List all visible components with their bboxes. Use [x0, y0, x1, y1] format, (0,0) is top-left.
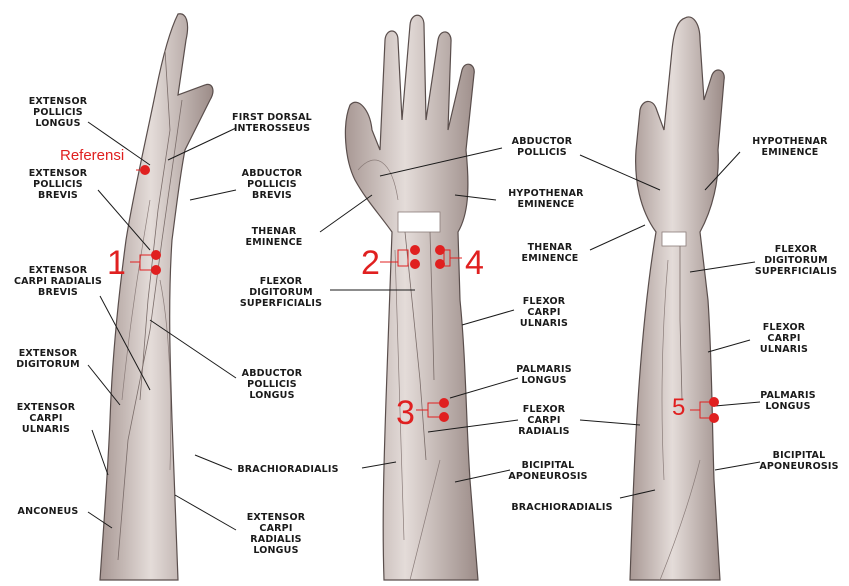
- retinaculum: [398, 212, 440, 232]
- label-extensor-carpi-radialis-longus: EXTENSOR CARPI RADIALIS LONGUS: [236, 512, 316, 556]
- label-flexor-digitorum-superficialis-3: FLEXOR DIGITORUM SUPERFICIALIS: [744, 244, 848, 277]
- label-bicipital-aponeurosis-2: BICIPITAL APONEUROSIS: [498, 460, 598, 482]
- label-extensor-pollicis-longus: EXTENSOR POLLICIS LONGUS: [18, 96, 98, 129]
- marker-3: 3: [396, 396, 415, 430]
- label-flexor-carpi-radialis-2: FLEXOR CARPI RADIALIS: [508, 404, 580, 437]
- label-flexor-carpi-ulnaris-2: FLEXOR CARPI ULNARIS: [508, 296, 580, 329]
- arm-lateral-view: [100, 14, 213, 580]
- label-extensor-carpi-ulnaris: EXTENSOR CARPI ULNARIS: [8, 402, 84, 435]
- arm-anterior-view: [345, 15, 478, 580]
- label-flexor-digitorum-superficialis-2: FLEXOR DIGITORUM SUPERFICIALIS: [228, 276, 334, 309]
- label-brachioradialis-1: BRACHIORADIALIS: [230, 464, 346, 475]
- marker-4: 4: [465, 246, 484, 280]
- label-abductor-pollicis-longus: ABDUCTOR POLLICIS LONGUS: [232, 368, 312, 401]
- label-abductor-pollicis-brevis: ABDUCTOR POLLICIS BREVIS: [232, 168, 312, 201]
- label-hypothenar-eminence-3: HYPOTHENAR EMINENCE: [738, 136, 842, 158]
- marker-dot-1a: [151, 250, 161, 260]
- marker-2: 2: [361, 246, 380, 280]
- arm-outline: [100, 14, 213, 580]
- marker-dot-2b: [410, 259, 420, 269]
- label-palmaris-longus-2: PALMARIS LONGUS: [508, 364, 580, 386]
- label-thenar-eminence-2: THENAR EMINENCE: [232, 226, 316, 248]
- label-thenar-eminence-3: THENAR EMINENCE: [508, 242, 592, 264]
- marker-5: 5: [672, 396, 685, 420]
- marker-dot-3a: [439, 398, 449, 408]
- marker-dot-4a: [435, 245, 445, 255]
- marker-1: 1: [107, 246, 126, 280]
- retinaculum: [662, 232, 686, 246]
- arm-flexed-view: [630, 17, 724, 580]
- marker-dot-4b: [435, 259, 445, 269]
- label-anconeus: ANCONEUS: [6, 506, 90, 517]
- label-flexor-carpi-ulnaris-3: FLEXOR CARPI ULNARIS: [748, 322, 820, 355]
- marker-dot-5a: [709, 397, 719, 407]
- arm-outline: [630, 17, 724, 580]
- marker-dot-5b: [709, 413, 719, 423]
- marker-dot-2a: [410, 245, 420, 255]
- marker-referensi: Referensi: [60, 148, 124, 164]
- label-extensor-pollicis-brevis: EXTENSOR POLLICIS BREVIS: [18, 168, 98, 201]
- marker-dot-3b: [439, 412, 449, 422]
- label-first-dorsal-interosseus: FIRST DORSAL INTEROSSEUS: [226, 112, 318, 134]
- label-palmaris-longus-3: PALMARIS LONGUS: [752, 390, 824, 412]
- marker-dot-1b: [151, 265, 161, 275]
- label-brachioradialis-2: BRACHIORADIALIS: [504, 502, 620, 513]
- label-hypothenar-eminence-2: HYPOTHENAR EMINENCE: [494, 188, 598, 210]
- label-extensor-digitorum: EXTENSOR DIGITORUM: [6, 348, 90, 370]
- label-abductor-pollicis: ABDUCTOR POLLICIS: [500, 136, 584, 158]
- label-extensor-carpi-radialis-brevis: EXTENSOR CARPI RADIALIS BREVIS: [10, 265, 106, 298]
- marker-dot-ref: [140, 165, 150, 175]
- label-bicipital-aponeurosis-3: BICIPITAL APONEUROSIS: [750, 450, 848, 472]
